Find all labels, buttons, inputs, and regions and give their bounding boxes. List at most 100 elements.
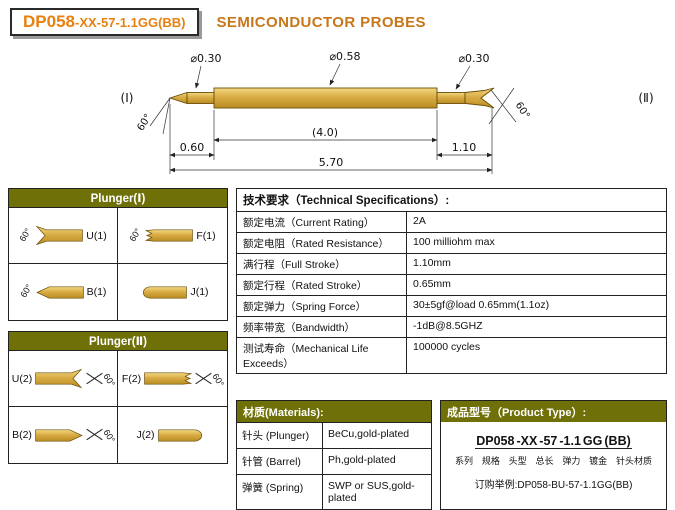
dim-body-label: (4.0) <box>312 126 338 139</box>
probe-barrel <box>213 87 438 109</box>
angle-label: 60° <box>101 427 117 445</box>
spec-label: 额定行程（Rated Stroke） <box>237 275 407 295</box>
spec-row: 频率带宽（Bandwidth） -1dB@8.5GHZ <box>237 317 666 338</box>
probe-tip-glyph-u <box>35 225 84 246</box>
plunger-type-label: B(2) <box>12 429 32 441</box>
end1-label: (Ⅰ) <box>121 91 134 105</box>
plunger-cell: B(2) 60° <box>9 407 118 463</box>
plunger1-grid: 60°U(1)60°F(1) 60° B(1) J(1) <box>9 208 227 320</box>
product-code-segment: -57 <box>538 434 559 449</box>
order-example: 订购举例:DP058-BU-57-1.1GG(BB) <box>474 480 633 491</box>
plunger1-header: Plunger(Ⅰ) <box>9 189 227 208</box>
plunger-type-label: F(2) <box>121 372 142 385</box>
spec-value: 100000 cycles <box>413 340 481 353</box>
plunger-cell: 60°F(1) <box>118 208 227 264</box>
end2-label: (Ⅱ) <box>638 91 653 105</box>
page-title-rest: -XX-57-1.1GG(BB) <box>74 15 186 30</box>
probe-left-tip <box>168 91 188 105</box>
product-code-part-label: 镀金 <box>589 456 608 466</box>
material-label: 弹簧 (Spring) <box>237 475 323 509</box>
product-code-part-labels: 系列规格头型总长弹力镀金针头材质 <box>449 454 658 467</box>
plunger-cell: 60°U(1) <box>9 208 118 264</box>
product-code-part-label: 弹力 <box>562 456 581 466</box>
bottom-panels: 材质(Materials): 针头 (Plunger) BeCu,gold-pl… <box>236 400 667 510</box>
dim-total-label: 5.70 <box>319 156 344 169</box>
main-content: Plunger(Ⅰ) 60°U(1)60°F(1)60°B(1)J(1) Plu… <box>0 188 675 510</box>
dia-right-label: ⌀0.30 <box>458 52 489 65</box>
plunger-type-label: F(1) <box>196 229 216 242</box>
probe-tip-glyph-f <box>145 229 194 242</box>
page-title-main: DP058 <box>23 12 75 31</box>
materials-panel: 材质(Materials): 针头 (Plunger) BeCu,gold-pl… <box>236 400 432 510</box>
plunger-cell: J(1) <box>118 264 227 320</box>
probe-tip-glyph-j <box>143 285 188 299</box>
plunger-cell: U(2)60° <box>9 351 118 407</box>
angle-label: 60° <box>17 225 34 243</box>
plunger-type-label: U(2) <box>11 372 33 385</box>
product-type-header: 成品型号（Product Type）: <box>441 401 666 422</box>
materials-table-body: 针头 (Plunger) BeCu,gold-plated 针管 (Barrel… <box>237 422 431 509</box>
material-label: 针管 (Barrel) <box>237 449 323 474</box>
probe-left-neck <box>186 92 215 104</box>
spec-label: 满行程（Full Stroke） <box>237 254 407 274</box>
probe-tip-glyph-b <box>35 285 84 299</box>
plunger-cell: J(2) <box>118 407 227 463</box>
plunger-type-label: B(1) <box>86 286 107 298</box>
product-code-segment: (BB) <box>603 434 632 449</box>
spec-label: 测试寿命（Mechanical Life Exceeds） <box>237 338 407 373</box>
plunger-cell: F(2) 60° <box>118 351 227 407</box>
spec-row: 额定弹力（Spring Force） 30±5gf@load 0.65mm(1.… <box>237 296 666 317</box>
spec-label: 频率带宽（Bandwidth） <box>237 317 407 337</box>
spec-row: 额定行程（Rated Stroke） 0.65mm <box>237 275 666 296</box>
material-value: Ph,gold-plated <box>328 454 396 466</box>
plunger2-header: Plunger(Ⅱ) <box>9 332 227 351</box>
angle-lines <box>88 370 101 388</box>
probe-tip-glyph-b <box>35 428 83 442</box>
probe-right-neck <box>436 92 466 104</box>
spec-table: 技术要求（Technical Specifications）: 额定电流（Cur… <box>236 188 667 374</box>
probe-tip-glyph-j <box>157 428 202 442</box>
plunger-type-label: J(2) <box>136 429 155 441</box>
angle-left-label: 60° <box>136 112 155 133</box>
header: DP058-XX-57-1.1GG(BB) SEMICONDUCTOR PROB… <box>0 0 675 38</box>
dia-body-label: ⌀0.58 <box>329 50 360 63</box>
spec-value: 2A <box>413 214 426 227</box>
material-label: 针头 (Plunger) <box>237 423 323 448</box>
spec-label: 额定电阻（Rated Resistance） <box>237 233 407 253</box>
material-value: SWP or SUS,gold-plated <box>328 480 415 504</box>
probe-right-crown-tip <box>464 87 495 109</box>
spec-value: -1dB@8.5GHZ <box>413 319 483 332</box>
spec-table-title: 技术要求（Technical Specifications）: <box>237 189 666 212</box>
material-row: 针头 (Plunger) BeCu,gold-plated <box>237 422 431 448</box>
spec-label: 额定电流（Current Rating） <box>237 212 407 232</box>
angle-lines <box>197 370 210 388</box>
product-code-segment: -1.1 <box>558 434 582 449</box>
plunger-type-label: J(1) <box>190 286 209 298</box>
probe-tip-glyph-u <box>35 368 83 389</box>
angle-label: 60° <box>210 371 227 389</box>
spec-value: 0.65mm <box>413 277 451 290</box>
spec-value: 100 milliohm max <box>413 235 495 248</box>
probe-technical-drawing: ⌀0.30 ⌀0.58 ⌀0.30 (Ⅰ) (Ⅱ) 60° 60° (4.0) … <box>121 50 654 174</box>
product-code-segment: DP058 <box>475 434 516 449</box>
angle-right-label: 60° <box>513 100 532 121</box>
spec-value: 1.10mm <box>413 256 451 269</box>
plunger2-grid: U(2)60°F(2) 60° B(2) 60° J(2) <box>9 351 227 463</box>
spec-label: 额定弹力（Spring Force） <box>237 296 407 316</box>
material-value: BeCu,gold-plated <box>328 428 410 440</box>
material-row: 针管 (Barrel) Ph,gold-plated <box>237 448 431 474</box>
spec-row: 额定电阻（Rated Resistance） 100 milliohm max <box>237 233 666 254</box>
product-code-part-label: 头型 <box>508 456 527 466</box>
product-code-part-label: 针头材质 <box>615 456 652 466</box>
spec-value: 30±5gf@load 0.65mm(1.1oz) <box>413 298 550 311</box>
spec-table-body: 额定电流（Current Rating） 2A 额定电阻（Rated Resis… <box>237 212 666 373</box>
specs-column: 技术要求（Technical Specifications）: 额定电流（Cur… <box>236 188 667 510</box>
dia-left-label: ⌀0.30 <box>190 52 221 65</box>
probe-tip-glyph-f <box>144 372 193 385</box>
product-code-segment: GG <box>581 434 604 449</box>
materials-header: 材质(Materials): <box>237 401 431 422</box>
product-code-part-label: 总长 <box>535 456 554 466</box>
